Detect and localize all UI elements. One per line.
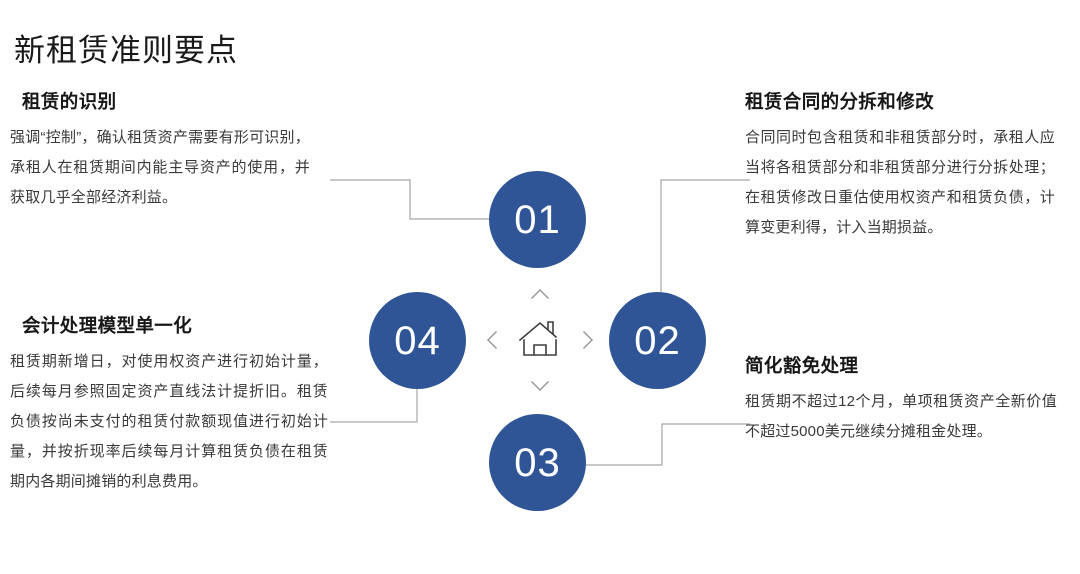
diagram-hub	[480, 280, 600, 400]
node-circle-02[interactable]: 02	[609, 292, 706, 389]
block-body-01: 强调“控制”，确认租赁资产需要有形可识别，承租人在租赁期间内能主导资产的使用，并…	[10, 129, 310, 206]
page-title: 新租赁准则要点	[14, 32, 238, 68]
block-heading-02: 租赁合同的分拆和修改	[745, 91, 935, 112]
text-block-lease-identification: 租赁的识别 强调“控制”，确认租赁资产需要有形可识别，承租人在租赁期间内能主导资…	[10, 88, 330, 213]
text-block-contract-separation-modification: 租赁合同的分拆和修改 合同同时包含租赁和非租赁部分时，承租人应当将各租赁部分和非…	[745, 88, 1070, 243]
block-heading-01: 租赁的识别	[22, 91, 117, 112]
text-block-simplified-exemption: 简化豁免处理 租赁期不超过12个月，单项租赁资产全新价值不超过5000美元继续分…	[745, 352, 1070, 447]
block-heading-04: 会计处理模型单一化	[22, 315, 193, 336]
block-body-04: 租赁期新增日，对使用权资产进行初始计量，后续每月参照固定资产直线法计提折旧。租赁…	[10, 353, 328, 490]
chevron-left-icon	[486, 330, 498, 350]
connector-04	[330, 389, 418, 423]
node-circle-03[interactable]: 03	[489, 414, 586, 511]
text-block-single-accounting-model: 会计处理模型单一化 租赁期新增日，对使用权资产进行初始计量，后续每月参照固定资产…	[10, 312, 340, 497]
block-body-02: 合同同时包含租赁和非租赁部分时，承租人应当将各租赁部分和非租赁部分进行分拆处理；…	[745, 129, 1055, 236]
connector-03	[580, 423, 750, 466]
node-circle-01[interactable]: 01	[489, 171, 586, 268]
node-circle-04[interactable]: 04	[369, 292, 466, 389]
home-icon	[518, 321, 558, 356]
center-diagram: 01 02 03 04	[330, 160, 750, 520]
chevron-down-icon	[530, 380, 550, 392]
connector-02	[660, 179, 750, 292]
block-heading-03: 简化豁免处理	[745, 355, 859, 376]
chevron-right-icon	[582, 330, 594, 350]
connector-01	[330, 179, 492, 220]
connector-lines	[330, 179, 750, 466]
block-body-03: 租赁期不超过12个月，单项租赁资产全新价值不超过5000美元继续分摊租金处理。	[745, 393, 1057, 440]
chevron-up-icon	[530, 288, 550, 300]
